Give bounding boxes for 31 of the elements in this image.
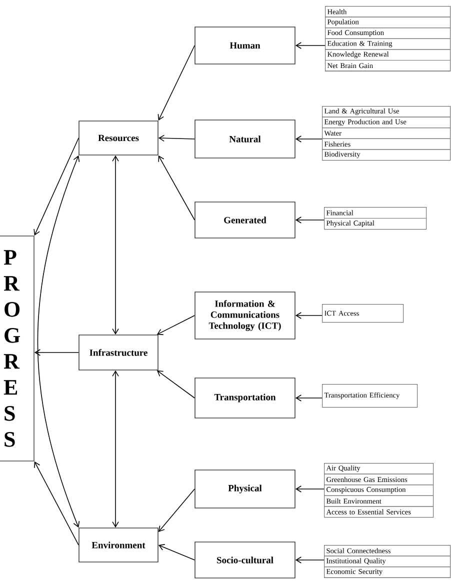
category-box: Transportation (194, 378, 296, 418)
category-box: Information & Communications Technology (ICT) (194, 292, 296, 340)
arrow (158, 45, 195, 121)
category-box: Infrastructure (78, 334, 158, 370)
category-box: Human (194, 26, 296, 64)
category-box: Natural (194, 120, 296, 158)
arrow (295, 312, 322, 319)
arrow (112, 155, 119, 335)
category-box: Environment (78, 528, 158, 562)
arrow (37, 155, 80, 528)
arrow (295, 216, 324, 224)
category-box: Generated (194, 202, 296, 238)
progress-box: PROGRESS (0, 236, 34, 462)
arrow (158, 155, 195, 220)
arrow (295, 556, 324, 564)
arrow (34, 138, 79, 236)
arrow (156, 370, 195, 398)
arrow (295, 42, 326, 49)
arrow (158, 488, 195, 532)
category-box: Socio-cultural (194, 542, 296, 578)
arrow (295, 136, 322, 142)
arrow (34, 349, 79, 356)
arrow (112, 370, 119, 528)
arrow (295, 486, 324, 492)
category-box: Physical (194, 470, 296, 508)
arrow (34, 461, 79, 546)
arrow (158, 134, 195, 142)
category-box: Resources (78, 120, 158, 156)
arrow (295, 394, 322, 402)
arrow (158, 544, 195, 560)
arrow (156, 315, 195, 336)
